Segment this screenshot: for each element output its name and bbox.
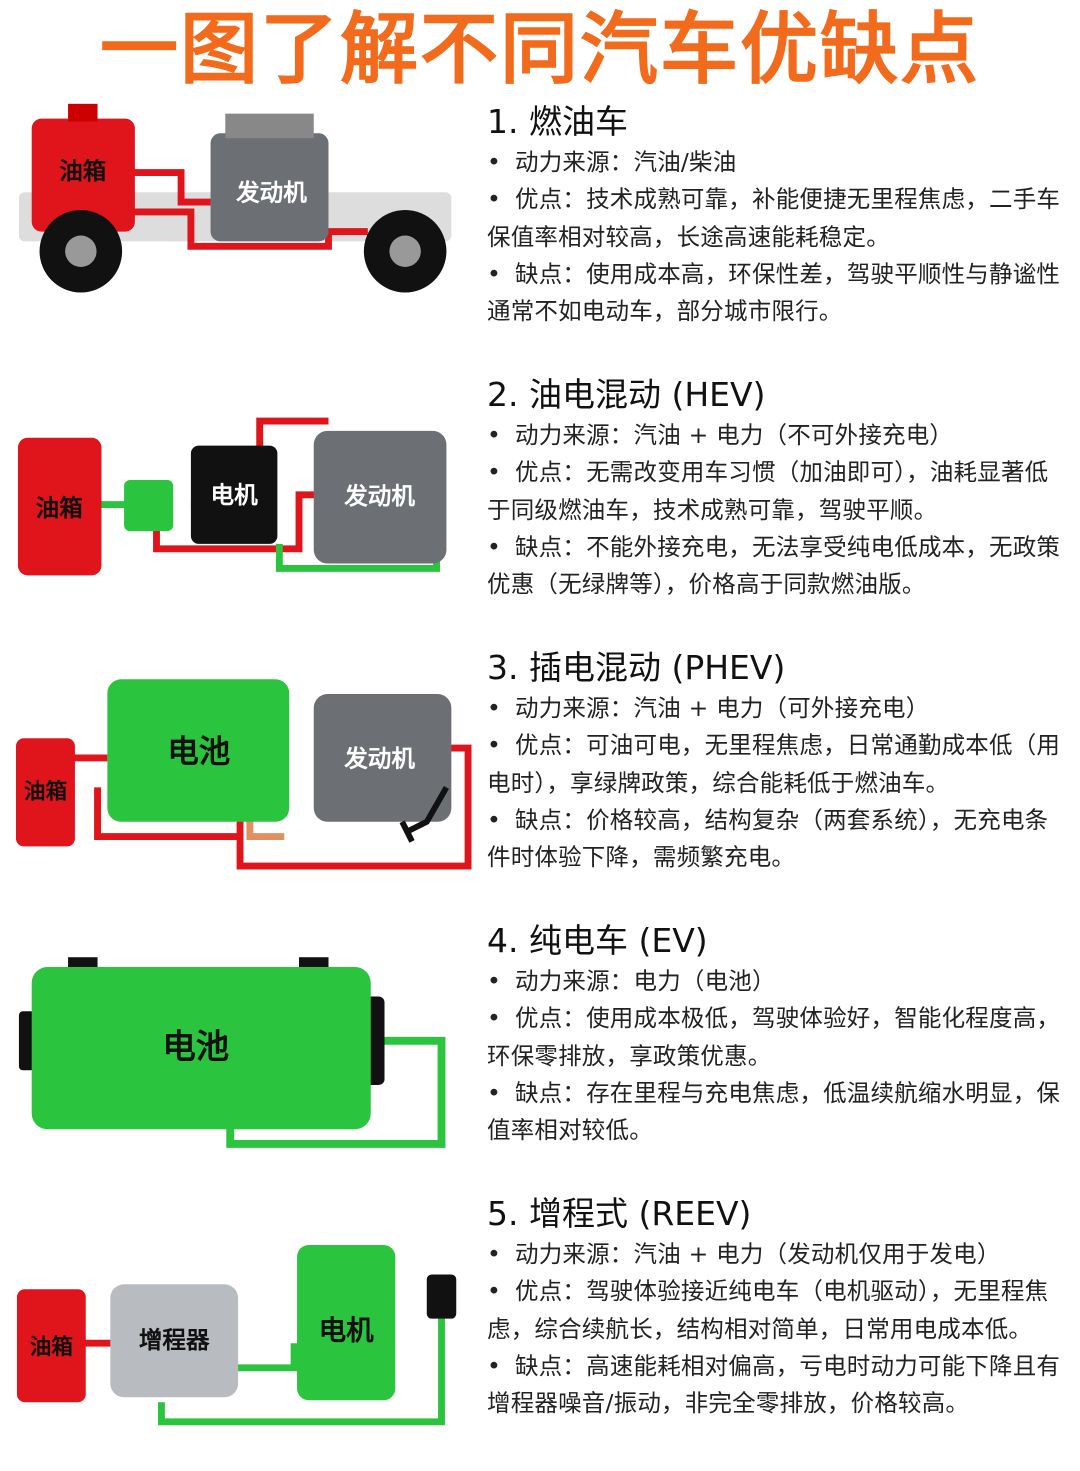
pros: 优点：技术成熟可靠，补能便捷无里程焦虑，二手车保值率相对较高，长途高速能耗稳定。 <box>487 185 1061 251</box>
reev-illustration: 油箱 增程器 电机 <box>16 1244 457 1426</box>
section-ice-car: 油箱 发动机 1. 燃油车 •动力来源：汽油/柴油 •优点：技术成熟可靠，补能便… <box>0 100 1080 373</box>
battery-label: 电池 <box>162 1027 229 1066</box>
fuel-tank-icon <box>31 118 135 232</box>
pros: 优点：驾驶体验接近纯电车（电机驱动），无里程焦虑，综合续航长，结构相对简单，日常… <box>487 1277 1049 1343</box>
power-source: 动力来源：汽油/柴油 <box>515 148 737 176</box>
ice-car-illustration: 油箱 发动机 <box>18 103 452 293</box>
cons: 缺点：使用成本高，环保性差，驾驶平顺性与静谧性通常不如电动车，部分城市限行。 <box>487 259 1061 326</box>
cons: 缺点：高速能耗相对偏高，亏电时动力可能下降且有增程器噪音/振动，非完全零排放，价… <box>487 1351 1061 1418</box>
battery-icon <box>31 967 371 1130</box>
section-ev: 电池 4. 纯电车 (EV) •动力来源：电力（电池） •优点：使用成本极低，驾… <box>0 919 1080 1192</box>
range-extender-icon <box>110 1284 239 1398</box>
power-source: 动力来源：汽油 + 电力（发动机仅用于发电） <box>515 1240 1001 1268</box>
cons: 缺点：存在里程与充电焦虑，低温续航缩水明显，保值率相对较低。 <box>487 1078 1061 1145</box>
charging-plug-icon <box>426 1274 457 1319</box>
section-heading: 1. 燃油车 <box>487 102 628 141</box>
pros: 优点：可油可电，无里程焦虑，日常通勤成本低（用电时），享绿牌政策，综合能耗低于燃… <box>487 731 1061 797</box>
fuel-tank-label: 油箱 <box>59 157 106 185</box>
hev-illustration: 油箱 电机 发动机 <box>17 417 447 576</box>
engine-label: 发动机 <box>343 482 415 510</box>
motor-icon <box>297 1244 396 1401</box>
generator-icon <box>124 480 174 532</box>
pros: 优点：使用成本极低，驾驶体验好，智能化程度高，环保零排放，享政策优惠。 <box>487 1004 1061 1070</box>
motor-label: 电机 <box>211 481 259 509</box>
page-title: 一图了解不同汽车优缺点 <box>99 5 980 95</box>
battery-label: 电池 <box>167 734 230 770</box>
engine-icon <box>313 694 452 822</box>
fuel-tank-icon <box>15 738 75 847</box>
section-heading: 4. 纯电车 (EV) <box>487 921 708 960</box>
fuel-tank-icon <box>17 437 102 576</box>
range-extender-label: 增程器 <box>139 1326 210 1354</box>
fuel-tank-label: 油箱 <box>36 494 83 522</box>
engine-label: 发动机 <box>235 179 307 207</box>
section-reev: 油箱 增程器 电机 5. 增程式 (REEV) •动力来源：汽油 + 电力（发动… <box>0 1192 1080 1465</box>
engine-icon <box>313 430 447 564</box>
motor-label: 电机 <box>319 1314 374 1346</box>
fuel-tank-label: 油箱 <box>30 1334 73 1360</box>
section-phev: 油箱 电池 发动机 3. 插电混动 (PHEV) •动力来源：汽油 + 电力（可… <box>0 646 1080 919</box>
engine-label: 发动机 <box>343 744 415 772</box>
power-source: 动力来源：电力（电池） <box>515 967 776 995</box>
section-heading: 3. 插电混动 (PHEV) <box>487 648 786 687</box>
battery-icon <box>107 679 290 822</box>
section-heading: 2. 油电混动 (HEV) <box>487 375 766 414</box>
pros: 优点：无需改变用车习惯（加油即可），油耗显著低于同级燃油车，技术成熟可靠，驾驶平… <box>487 458 1049 524</box>
section-heading: 5. 增程式 (REEV) <box>487 1194 752 1233</box>
cons: 缺点：不能外接充电，无法享受纯电低成本，无政策优惠（无绿牌等），价格高于同款燃油… <box>487 532 1061 599</box>
fuel-tank-icon <box>16 1289 86 1403</box>
fuel-tank-label: 油箱 <box>24 778 67 804</box>
power-source: 动力来源：汽油 + 电力（不可外接充电） <box>515 421 954 449</box>
motor-icon <box>190 445 278 544</box>
phev-illustration: 油箱 电池 发动机 <box>15 679 472 870</box>
engine-icon <box>210 133 329 242</box>
section-hev: 油箱 电机 发动机 2. 油电混动 (HEV) •动力来源：汽油 + 电力（不可… <box>0 373 1080 646</box>
ev-illustration: 电池 <box>18 957 446 1148</box>
cons: 缺点：价格较高，结构复杂（两套系统），无充电条件时体验下降，需频繁充电。 <box>487 805 1049 872</box>
charging-plug-icon <box>399 785 449 843</box>
power-source: 动力来源：汽油 + 电力（可外接充电） <box>515 694 930 722</box>
